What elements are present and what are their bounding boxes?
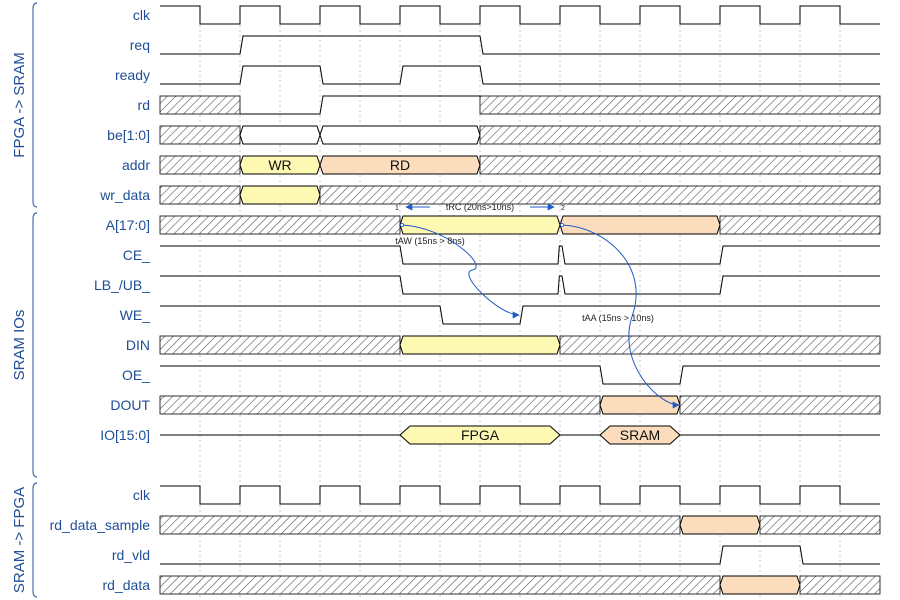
dont-care-region [479,155,881,175]
timing-annotations: tRC (20ns>10ns) 1 2 tAW (15ns > 8ns) tAA (15… [395,202,680,409]
bus-value-label: FPGA [461,427,500,443]
group-bracket [32,2,38,208]
dont-care-region [159,575,721,595]
dont-care-region [759,515,881,535]
bus-value-label: RD [390,157,410,173]
dont-care-region [319,185,881,205]
bit-wave [160,35,880,55]
signal-label: be[1:0] [107,127,150,143]
timing-arrow [561,224,680,409]
group-label: SRAM IOs [11,310,28,381]
timing-annotation-label: tRC (20ns>10ns) [446,202,514,212]
timing-mark: 1 [395,205,399,212]
dont-care-region [159,515,681,535]
timing-mark: 2 [561,205,565,212]
bus-value-segment [319,125,481,145]
signal-label: DIN [126,337,150,353]
timing-annotation-label: tAW (15ns > 8ns) [395,236,464,246]
dont-care-region [159,155,241,175]
timing-arrow [401,224,520,319]
group-bracket [32,482,38,598]
dont-care-region [799,575,881,595]
signal-label: LB_/UB_ [94,277,150,293]
signal-label: CE_ [123,247,150,263]
signal-label: IO[15:0] [100,427,150,443]
clock-wave [160,485,880,505]
signal-label: rd_data [103,577,151,593]
signal-label: addr [122,157,150,173]
bus-value-segment [399,215,561,235]
bit-wave [160,305,880,325]
clock-wave [160,5,880,25]
signal-label: rd_data_sample [50,517,151,533]
signal-label: clk [133,487,151,503]
dont-care-region [479,125,881,145]
signal-label: ready [115,67,150,83]
dont-care-region [679,395,881,415]
timing-arrow-origin [560,222,565,227]
bus-value-label: SRAM [620,427,660,443]
dont-care-region [719,215,881,235]
signal-label: wr_data [99,187,150,203]
bus-value-segment [679,515,761,535]
waveforms: WR RD FPGA SRAM [159,5,881,595]
bit-wave [160,545,880,565]
signal-label: DOUT [110,397,150,413]
bit-wave [160,365,880,385]
signal-label: rd [138,97,150,113]
dont-care-region [159,125,241,145]
signal-label: clk [133,7,151,23]
bit-wave [160,275,880,295]
bus-value-segment [719,575,801,595]
bit-wave [160,65,880,85]
signal-label: A[17:0] [106,217,150,233]
dont-care-region [159,95,241,115]
signal-label: rd_vld [112,547,150,563]
bus-value-segment [239,185,321,205]
dont-care-region [559,335,881,355]
bus-value-label: WR [268,157,291,173]
signal-label: OE_ [122,367,150,383]
signal-label: WE_ [120,307,151,323]
bus-value-segment [559,215,721,235]
bus-value-segment [399,335,561,355]
group-bracket [32,212,38,478]
bit-wave [160,245,880,265]
timing-annotation-label: tAA (15ns > 10ns) [582,313,654,323]
dont-care-region [159,215,401,235]
dont-care-region [159,335,401,355]
bit-wave [240,95,480,115]
group-label: SRAM -> FPGA [11,487,28,593]
dont-care-region [159,395,601,415]
bus-value-segment [239,125,321,145]
dont-care-region [159,185,241,205]
dont-care-region [479,95,881,115]
grid-lines [199,5,841,597]
signal-label: req [130,37,150,53]
bus-value-segment [599,395,681,415]
group-label: FPGA -> SRAM [11,52,28,157]
timing-arrow-origin [399,222,404,227]
